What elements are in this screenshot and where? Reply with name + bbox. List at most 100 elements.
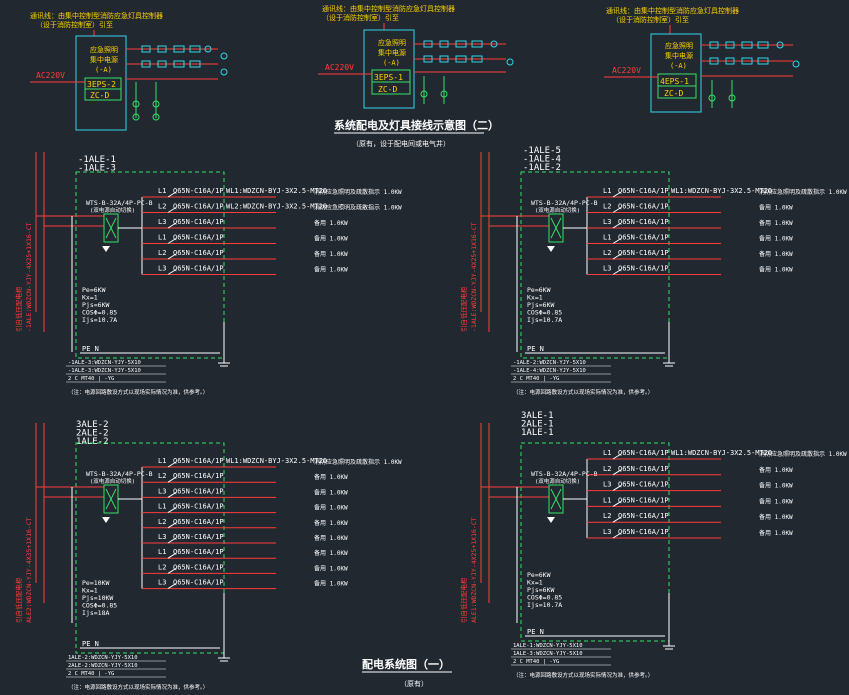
legend-entry: 2 C MT40 | -YG: [68, 376, 114, 382]
panel-enclosure: [75, 171, 225, 359]
ats-switch: [105, 488, 117, 510]
calc-line: Ijs=10.7A: [527, 601, 562, 609]
device-name-1: 应急照明: [665, 41, 693, 50]
breaker-symbol: [167, 207, 177, 213]
circuit-phase: L1: [603, 187, 611, 195]
ats-label: WTS-B-32A/4P-PC-B: [86, 470, 153, 478]
circuit-phase: L1: [158, 548, 166, 556]
panel-enclosure: [75, 442, 225, 654]
legend-footnote: （注：电源回路敷设方式以现场实际情况为准，供参考。）: [513, 388, 653, 396]
circuit-breaker: Q65N-C16A/1P: [618, 234, 669, 242]
arrow-marker: [547, 246, 555, 252]
circuit-breaker: Q65N-C16A/1P: [173, 187, 224, 195]
ats-note: (双电源自动切换): [535, 206, 580, 214]
breaker-symbol: [167, 238, 177, 244]
panel-name: 1ALE-1: [521, 428, 554, 438]
pe-n-bus: PE N: [82, 345, 99, 353]
calc-line: Ijs=10.7A: [82, 316, 117, 324]
breaker-symbol: [612, 485, 622, 492]
breaker-symbol: [612, 469, 622, 476]
breaker-symbol: [167, 476, 177, 483]
circuit-load: 备用 1.0KW: [314, 580, 348, 588]
calc-line: Pe=10KW: [82, 579, 109, 587]
circuit-breaker: Q65N-C16A/1P: [173, 234, 224, 242]
circuit-load: 备用 1.0KW: [759, 497, 793, 505]
arrow-marker: [102, 517, 110, 523]
legend-footnote: （注：电源回路敷设方式以现场实际情况为准，供参考。）: [513, 671, 653, 679]
circuit-breaker: Q65N-C16A/1P: [173, 265, 224, 273]
circuit-breaker: Q65N-C16A/1P: [173, 548, 224, 556]
legend-entry: -1ALE-2:WDZCN-YJY-5X10: [513, 360, 586, 366]
panel-note-line1: 通讯线：由集中控制型消防应急灯具控制器: [606, 6, 739, 15]
circuit-load: 备用 1.0KW: [314, 266, 348, 274]
circuit-breaker: Q65N-C16A/1P: [173, 249, 224, 257]
top-section-title: 系统配电及灯具接线示意图（二）: [334, 118, 499, 132]
circuit-load: 消防应急照明及疏散指示 1.0KW: [759, 188, 847, 196]
circuit-breaker: Q65N-C16A/1P: [618, 203, 669, 211]
eps-code: 3EPS-2: [87, 80, 116, 89]
feeder-cable: ALE1:WDZCN-YJY-4X25+1X16-CT: [470, 517, 478, 623]
legend-entry: -1ALE-3:WDZCN-YJY-5X10: [68, 360, 141, 366]
circuit-cable: WL1:WDZCN-BYJ-3X2.5-MT20: [671, 187, 772, 195]
bottom-section-title: 配电系统图（一）: [362, 657, 450, 671]
circuit-load: 备用 1.0KW: [314, 549, 348, 557]
circuit-phase: L2: [158, 472, 166, 480]
breaker-symbol: [612, 516, 622, 523]
circuit-load: 备用 1.0KW: [759, 466, 793, 474]
calc-line: Kx=1: [82, 294, 98, 302]
eps-type: ZC-D: [664, 89, 683, 98]
circuit-phase: L2: [603, 249, 611, 257]
circuit-load: 备用 1.0KW: [759, 204, 793, 212]
legend-entry: 1ALE-1:WDZCN-YJY-5X10: [513, 643, 583, 649]
legend-footnote: （注：电源回路敷设方式以现场实际情况为准，供参考。）: [68, 683, 208, 691]
circuit-breaker: Q65N-C16A/1P: [618, 265, 669, 273]
arrow-marker: [102, 246, 110, 252]
panel-enclosure: [520, 442, 670, 642]
circuit-load: 备用 1.0KW: [314, 488, 348, 496]
circuit-phase: L3: [158, 579, 166, 587]
distribution-diagrams: -1ALE-1-1ALE-3引自低压配电柜-1ALE:WDZCN-YJY-4X2…: [14, 146, 847, 691]
calc-line: Kx=1: [527, 579, 543, 587]
ats-note: (双电源自动切换): [90, 206, 135, 214]
panel-name: 3ALE-2: [76, 420, 109, 430]
circuit-phase: L1: [158, 234, 166, 242]
feeder-label: 引自低压配电柜: [459, 577, 468, 623]
bottom-section-subtitle: （原有）: [400, 679, 428, 688]
breaker-symbol: [167, 552, 177, 559]
eps-box-outline: [75, 35, 127, 131]
breaker-symbol: [167, 191, 177, 198]
eps-type: ZC-D: [378, 85, 397, 94]
circuit-load: 备用 1.0KW: [759, 482, 793, 490]
circuit-phase: L3: [603, 528, 611, 536]
pe-n-bus: PE N: [82, 640, 99, 648]
panel-name: 3ALE-1: [521, 411, 554, 421]
circuit-phase: L2: [158, 563, 166, 571]
feeder-cable: -1ALE:WDZCN-YJY-4X25+1X16-CT: [25, 222, 33, 332]
circuit-breaker: Q65N-C16A/1P: [173, 579, 224, 587]
calc-line: Pjs=10KW: [82, 594, 113, 602]
circuit-load: 备用 1.0KW: [314, 504, 348, 512]
top-section-subtitle: （原有，设于配电间或电气井）: [352, 139, 450, 148]
ats-note: (双电源自动切换): [90, 477, 135, 485]
calc-line: Pjs=6KW: [527, 301, 554, 309]
panel-name: -1ALE-2: [523, 163, 561, 173]
circuit-phase: L2: [158, 203, 166, 211]
circuit-phase: L3: [603, 265, 611, 273]
legend-entry: -1ALE-4:WDZCN-YJY-5X10: [513, 368, 586, 374]
breaker-symbol: [612, 253, 622, 260]
circuit-phase: L1: [603, 234, 611, 242]
circuit-breaker: Q65N-C16A/1P: [618, 218, 669, 226]
calc-line: COSΦ=0.85: [527, 594, 562, 602]
circuit-breaker: Q65N-C16A/1P: [173, 472, 224, 480]
device-name-3: (-A): [670, 62, 687, 70]
source-label: AC220V: [612, 66, 641, 75]
breaker-symbol: [167, 567, 177, 574]
calc-line: Kx=1: [527, 294, 543, 302]
device-name-3: (-A): [383, 59, 400, 67]
